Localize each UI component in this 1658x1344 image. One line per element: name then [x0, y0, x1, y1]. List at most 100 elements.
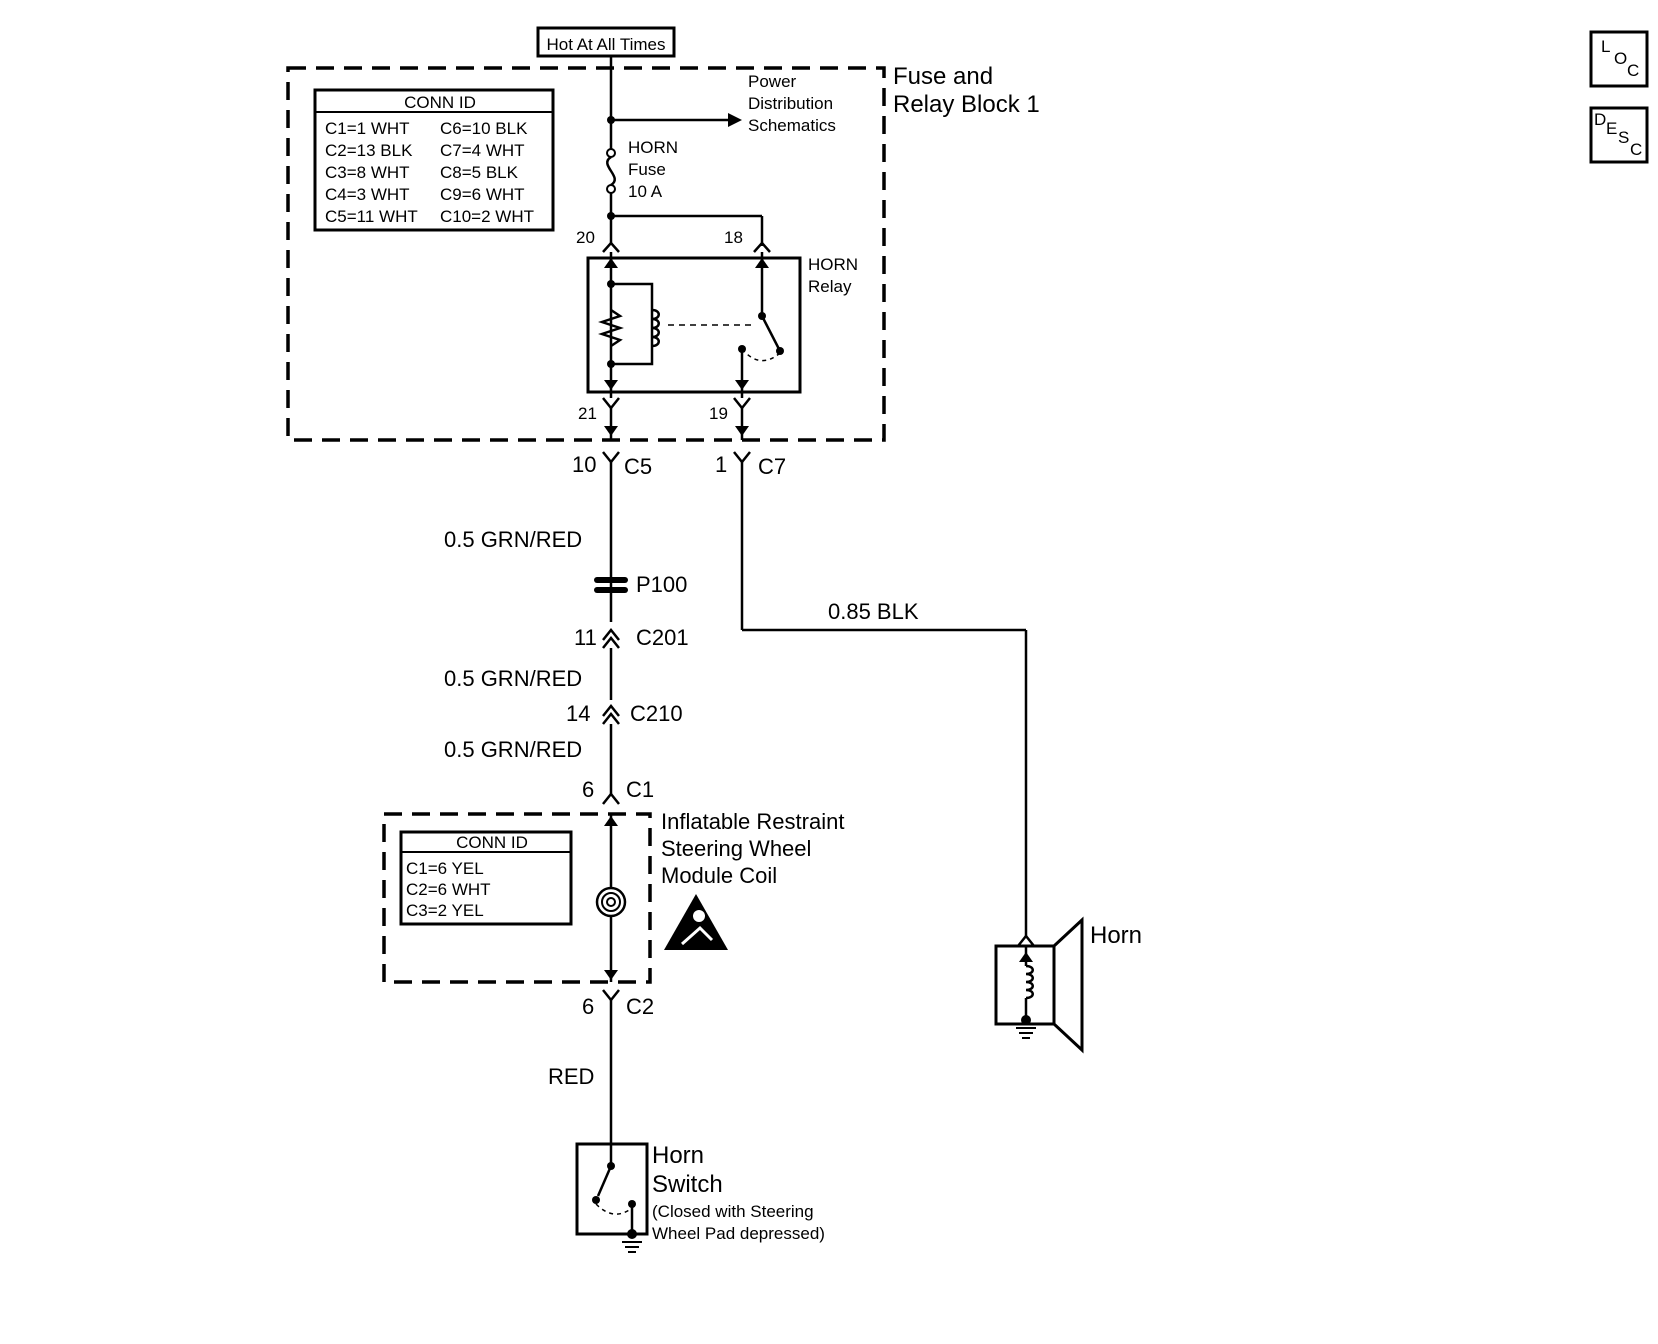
wire-label-grn-red-1: 0.5 GRN/RED	[444, 527, 582, 552]
p100-label: P100	[636, 572, 687, 597]
c1-connector-icon	[602, 791, 620, 805]
desc-letter-e: E	[1606, 119, 1617, 138]
c1-label: C1	[626, 777, 654, 802]
hot-at-all-times-text: Hot At All Times	[546, 35, 665, 54]
coil-conn-id-cell: C2=6 WHT	[406, 880, 491, 899]
horn-fuse-icon	[606, 148, 616, 194]
desc-nav-button[interactable]: D E S C	[1589, 106, 1649, 164]
pin-18-label: 18	[724, 228, 743, 247]
ground-icon	[622, 1229, 642, 1253]
p100-passthrough-icon	[594, 577, 628, 593]
horn-relay-box	[586, 256, 802, 394]
conn-id-cell: C7=4 WHT	[440, 141, 525, 160]
pds-line-1: Power	[748, 72, 797, 91]
resistor-icon	[598, 308, 624, 348]
switch-throw-arc	[595, 1203, 633, 1215]
clockspring-coil-icon	[595, 886, 627, 918]
conn-id-cell: C2=13 BLK	[325, 141, 413, 160]
relay-label-2: Relay	[808, 277, 852, 296]
horn-label: Horn	[1090, 922, 1142, 949]
coil-conn-id-table: CONN ID C1=6 YEL C2=6 WHT C3=2 YEL	[399, 830, 573, 926]
switch-contact	[776, 347, 784, 355]
horn-switch-title-1: Horn	[652, 1142, 704, 1169]
loc-letter-o: O	[1614, 49, 1627, 68]
fuse-block-conn-id-table: CONN ID C1=1 WHT C6=10 BLK C2=13 BLK C7=…	[313, 88, 555, 232]
fuse-relay-block-boundary	[286, 66, 886, 442]
pin-21-connector-icon	[602, 397, 620, 411]
desc-letter-s: S	[1618, 128, 1629, 147]
conn-id-cell: C5=11 WHT	[325, 207, 418, 226]
sir-warning-icon	[664, 894, 728, 950]
loc-letter-l: L	[1601, 37, 1610, 56]
conn-id-cell: C6=10 BLK	[440, 119, 528, 138]
module-coil-title-1: Inflatable Restraint	[661, 809, 844, 834]
c7-connector-icon	[733, 451, 751, 465]
horn-switch-note-2: Wheel Pad depressed)	[652, 1224, 825, 1243]
wire-label-grn-red-2: 0.5 GRN/RED	[444, 666, 582, 691]
c201-connector-icon	[602, 627, 620, 649]
horn-switch-blade	[596, 1165, 613, 1197]
coil-loop-wire	[611, 282, 654, 366]
arrow-up-icon	[604, 258, 618, 268]
fuse-block-title-2: Relay Block 1	[893, 91, 1040, 118]
horn-bell-icon	[1052, 916, 1084, 1054]
c201-label: C201	[636, 625, 689, 650]
wire-label-red: RED	[548, 1064, 594, 1089]
c210-connector-icon	[602, 703, 620, 725]
horn-connector-icon	[1017, 933, 1035, 947]
horn-coil-icon	[1025, 964, 1034, 1000]
coil-conn-id-cell: C3=2 YEL	[406, 901, 484, 920]
conn-id-cell: C10=2 WHT	[440, 207, 534, 226]
conn-id-cell: C9=6 WHT	[440, 185, 525, 204]
fuse-block-title-1: Fuse and	[893, 63, 993, 90]
c7-pin-label: 1	[715, 452, 727, 477]
module-coil-title-3: Module Coil	[661, 863, 777, 888]
arrow-up-icon	[604, 816, 618, 826]
pin-19-label: 19	[709, 404, 728, 423]
pds-line-2: Distribution	[748, 94, 833, 113]
c210-label: C210	[630, 701, 683, 726]
c210-pin-label: 14	[566, 701, 590, 726]
arrow-right-icon	[728, 113, 742, 127]
c5-pin-label: 10	[572, 452, 596, 477]
conn-id-cell: C1=1 WHT	[325, 119, 410, 138]
pin-19-connector-icon	[733, 397, 751, 411]
module-coil-title-2: Steering Wheel	[661, 836, 811, 861]
arrow-down-icon	[604, 380, 618, 390]
horn-switch-title-2: Switch	[652, 1171, 723, 1198]
loc-nav-button[interactable]: L O C	[1589, 30, 1649, 88]
pin-20-label: 20	[576, 228, 595, 247]
switch-contact	[592, 1196, 600, 1204]
switch-throw-arc	[741, 348, 781, 362]
conn-id-cell: C4=3 WHT	[325, 185, 410, 204]
relay-coil-icon	[651, 308, 660, 348]
c2-label: C2	[626, 994, 654, 1019]
coil-conn-id-cell: C1=6 YEL	[406, 859, 484, 878]
desc-letter-c: C	[1630, 140, 1642, 159]
c2-pin-label: 6	[582, 994, 594, 1019]
fuse-label-3: 10 A	[628, 182, 663, 201]
wire-label-blk: 0.85 BLK	[828, 599, 919, 624]
c1-pin-label: 6	[582, 777, 594, 802]
horn-switch-note-1: (Closed with Steering	[652, 1202, 814, 1221]
relay-switch-blade	[760, 315, 782, 352]
wire-label-grn-red-3: 0.5 GRN/RED	[444, 737, 582, 762]
relay-label-1: HORN	[808, 255, 858, 274]
module-coil-boundary	[382, 812, 652, 984]
pin-18-connector-icon	[753, 241, 771, 253]
arrow-up-icon	[755, 258, 769, 268]
ground-icon	[1016, 1015, 1036, 1039]
conn-id-cell: C8=5 BLK	[440, 163, 519, 182]
hot-at-all-times-label: Hot At All Times	[536, 26, 676, 58]
arrow-down-icon	[735, 426, 749, 436]
conn-id-title: CONN ID	[404, 93, 476, 112]
arrow-down-icon	[604, 426, 618, 436]
pin-21-label: 21	[578, 404, 597, 423]
fuse-label-2: Fuse	[628, 160, 666, 179]
coil-conn-id-title: CONN ID	[456, 833, 528, 852]
desc-letter-d: D	[1594, 110, 1606, 129]
c7-label: C7	[758, 454, 786, 479]
loc-letter-c: C	[1627, 61, 1639, 80]
arrow-down-icon	[735, 380, 749, 390]
conn-id-cell: C3=8 WHT	[325, 163, 410, 182]
